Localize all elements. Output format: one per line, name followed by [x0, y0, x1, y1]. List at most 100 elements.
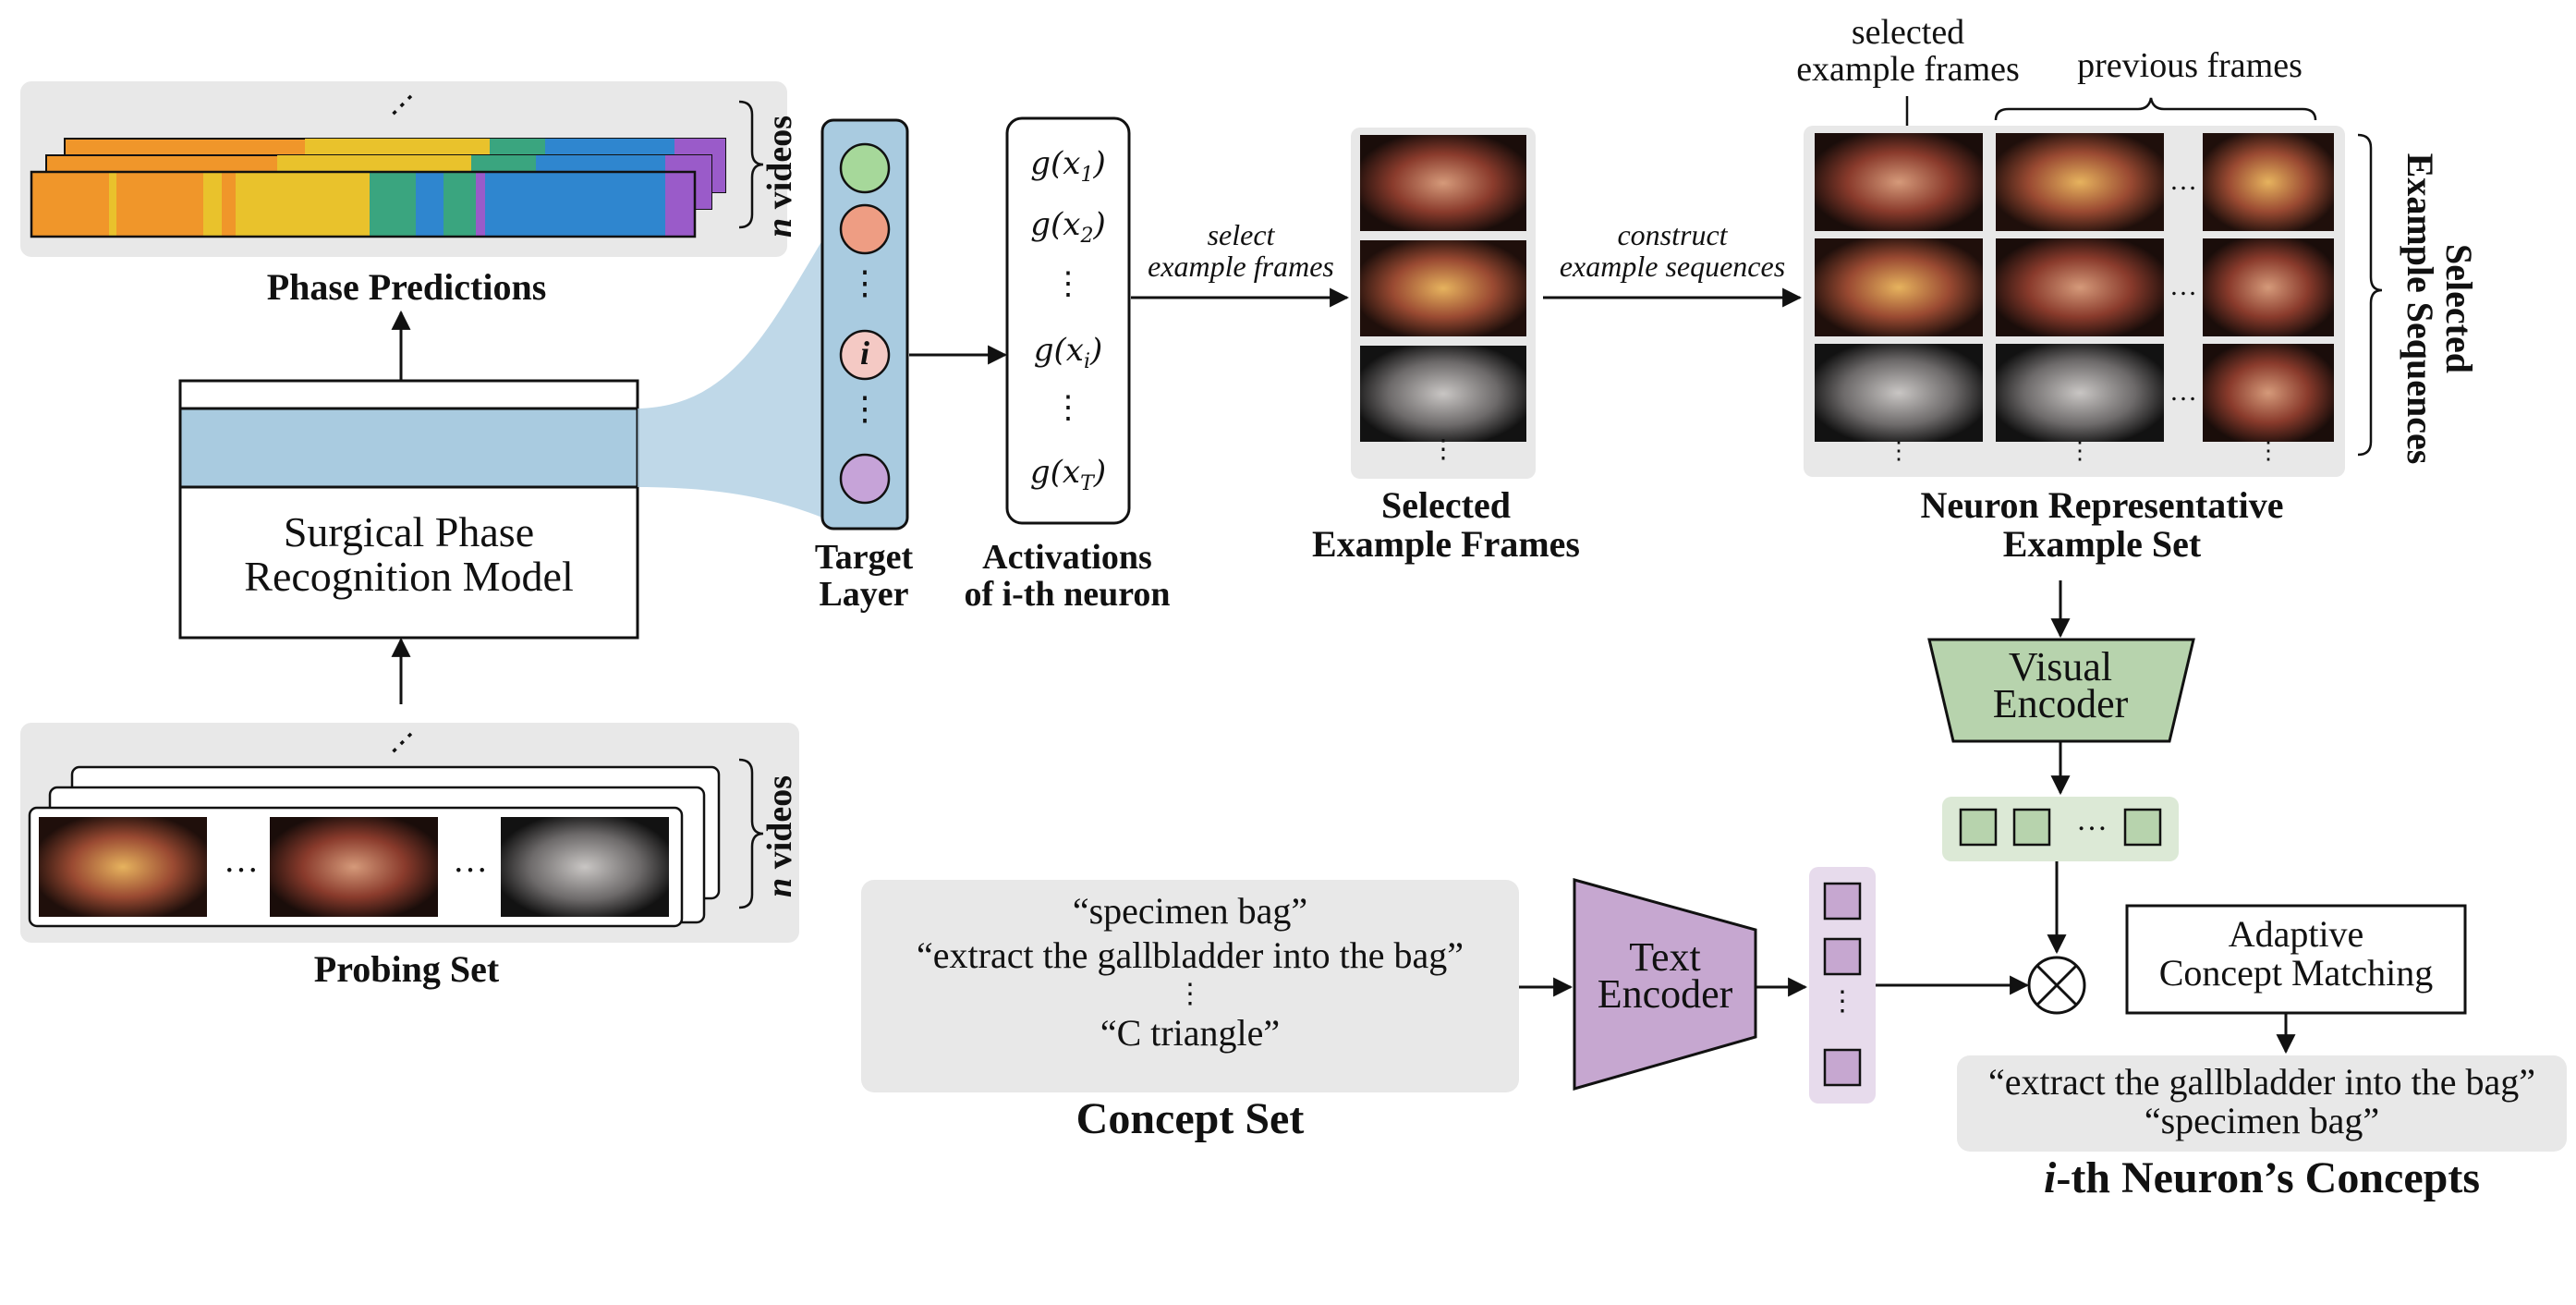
rep-dots-col-2: ⋮	[2068, 437, 2092, 464]
selected-frames-title: Selected Example Frames	[1275, 486, 1617, 564]
select-frames-line2: example frames	[1148, 249, 1334, 283]
text-embedding-n	[1823, 1048, 1862, 1087]
selected-frames-dots: ⋮	[1430, 435, 1456, 464]
selected-sequences-side-line2: Example Sequences	[2400, 152, 2441, 465]
rep-frame-2-1	[1815, 238, 1983, 336]
text-embedding-panel	[1809, 867, 1876, 1104]
visual-embedding-panel	[1942, 797, 2179, 861]
neuron-concepts-title: i-th Neuron’s Concepts	[1957, 1153, 2567, 1202]
model-highlight-layer	[178, 407, 639, 489]
probing-brace	[738, 758, 764, 909]
target-dots-lower: ⋮	[848, 390, 881, 427]
phase-n-videos-label: n videos	[760, 115, 800, 238]
adaptive-matching-box	[2125, 904, 2467, 1015]
text-encoder-line1: Text	[1629, 934, 1701, 980]
selected-frame-3	[1360, 346, 1526, 442]
rep-frame-2-2	[1996, 238, 2164, 336]
select-frames-line1: select	[1207, 218, 1275, 251]
rep-frame-1-1	[1815, 133, 1983, 231]
selected-frame-1	[1360, 135, 1526, 231]
rep-frame-3-2	[1996, 344, 2164, 442]
target-layer-title-line2: Layer	[819, 574, 909, 614]
neuron-concepts-panel	[1957, 1055, 2567, 1152]
rep-top-selected-line2: example frames	[1796, 49, 2020, 89]
neuron-2	[839, 203, 891, 255]
activation-dots-lower: ⋮	[1052, 391, 1084, 425]
text-encoder-shape	[1573, 878, 1757, 1091]
rep-top-selected-line1: selected	[1851, 13, 1965, 52]
visual-embedding-n	[2123, 808, 2162, 847]
activation-g1: g(x1)	[1030, 145, 1106, 187]
neuron-last	[839, 453, 891, 505]
phase-predictions-title: Phase Predictions	[266, 266, 547, 308]
rep-frame-3-1	[1815, 344, 1983, 442]
previous-frames-brace	[1994, 97, 2317, 121]
probing-n-videos-label: n videos	[760, 774, 800, 897]
visual-embedding-ellipsis: …	[2076, 803, 2108, 837]
representative-set-title-line2: Example Set	[2002, 523, 2202, 565]
phase-brace	[738, 100, 764, 229]
phase-bar-front	[30, 170, 697, 238]
select-frames-label: select example frames	[1135, 218, 1347, 283]
rep-frame-2-3	[2203, 238, 2334, 336]
adaptive-matching-line2: Concept Matching	[2158, 952, 2434, 994]
concept-item-dots: ⋮	[1176, 979, 1204, 1009]
probing-frame-2	[270, 817, 438, 917]
activations-title-line2: of i-th neuron	[964, 574, 1171, 614]
model-label: Surgical Phase Recognition Model	[180, 508, 638, 600]
zoom-funnel	[638, 240, 822, 518]
concept-item: “C triangle”	[1100, 1012, 1281, 1054]
concept-set-panel	[861, 880, 1519, 1092]
rep-dots-col-3: ⋮	[2256, 437, 2280, 464]
activation-gT: g(xT)	[1029, 454, 1107, 495]
target-dots-upper: ⋮	[848, 264, 881, 301]
probing-ellipsis-2: …	[453, 841, 488, 880]
rep-top-selected-label: selected example frames	[1756, 13, 2060, 89]
construct-sequences-line2: example sequences	[1559, 249, 1786, 283]
activations-box	[1005, 116, 1131, 525]
selected-frame-2	[1360, 240, 1526, 336]
construct-sequences-label: construct example sequences	[1543, 219, 1802, 283]
text-encoder-label: Text Encoder	[1574, 934, 1756, 1018]
visual-encoder-label: Visual Encoder	[1950, 644, 2171, 727]
text-encoder-line2: Encoder	[1597, 971, 1733, 1018]
target-layer-title-line1: Target	[814, 538, 914, 577]
phase-n-letter: n	[760, 217, 800, 238]
rep-ellipsis-row-3: …	[2169, 376, 2197, 407]
selected-frames-title-line2: Example Frames	[1312, 523, 1580, 565]
matching-operator-cross-2	[2035, 964, 2078, 1006]
target-layer-title: Target Layer	[795, 538, 933, 614]
selected-sequences-side-label: Selected Example Sequences	[2400, 133, 2480, 484]
visual-encoder-line1: Visual	[2008, 644, 2113, 689]
selected-sequences-side-line1: Selected	[2438, 244, 2480, 373]
rep-previous-frames-label: previous frames	[2077, 46, 2303, 85]
neuron-concepts-list: “extract the gallbladder into the bag” “…	[1957, 1063, 2567, 1140]
probing-videos-word: videos	[760, 774, 800, 870]
model-label-line1: Surgical Phase	[283, 508, 535, 555]
sequences-brace	[2357, 133, 2383, 457]
concept-set-title: Concept Set	[1075, 1094, 1305, 1143]
text-embedding-2	[1823, 937, 1862, 976]
concept-item: “specimen bag”	[1072, 890, 1308, 932]
probing-n-letter: n	[760, 877, 800, 897]
visual-embedding-2	[2012, 808, 2051, 847]
phase-videos-word: videos	[760, 115, 800, 210]
neuron-concepts-title-rest: -th Neuron’s Concepts	[2056, 1153, 2480, 1202]
rep-dots-col-1: ⋮	[1887, 437, 1911, 464]
text-embedding-1	[1823, 882, 1862, 921]
probing-ellipsis-1: …	[224, 841, 259, 880]
selected-frames-title-line1: Selected	[1381, 484, 1511, 526]
probing-frame-3	[501, 817, 669, 917]
adaptive-matching-line1: Adaptive	[2228, 913, 2364, 955]
probing-frame-1	[39, 817, 207, 917]
neuron-concept-item: “specimen bag”	[2144, 1100, 2380, 1141]
neuron-concepts-title-i: i	[2043, 1153, 2057, 1202]
representative-set-title: Neuron Representative Example Set	[1857, 486, 2347, 564]
neuron-concept-item: “extract the gallbladder into the bag”	[1988, 1061, 2535, 1103]
visual-encoder-line2: Encoder	[1992, 681, 2129, 727]
rep-ellipsis-row-1: …	[2169, 165, 2197, 196]
activation-dots-upper: ⋮	[1052, 267, 1084, 301]
concept-item: “extract the gallbladder into the bag”	[917, 934, 1464, 976]
activations-title: Activations of i-th neuron	[933, 539, 1201, 614]
